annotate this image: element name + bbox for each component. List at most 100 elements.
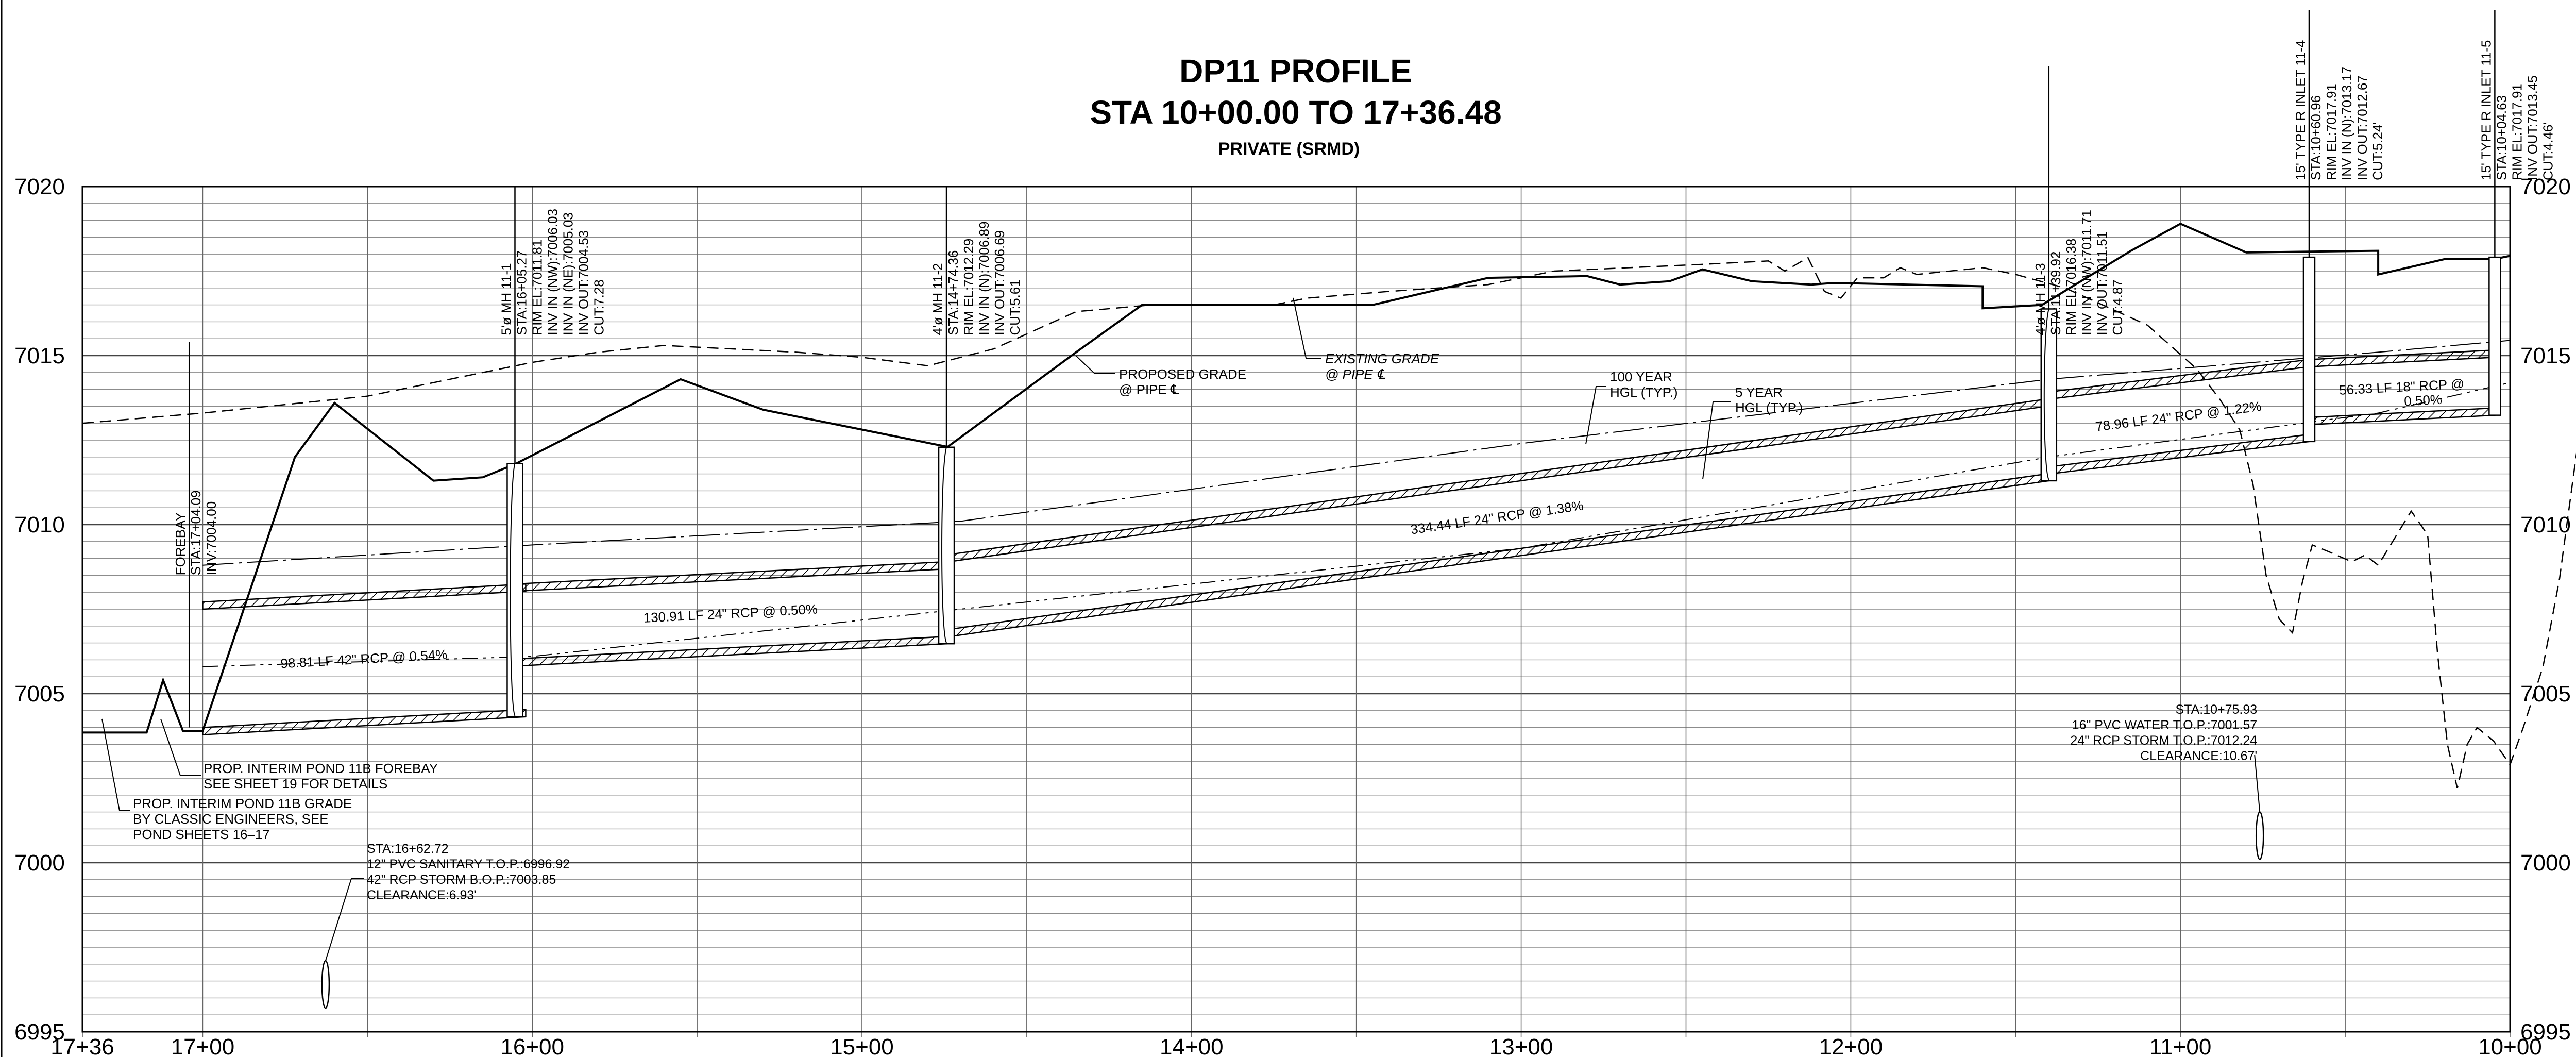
structure-label: CUT:4.87 bbox=[2110, 279, 2125, 335]
manhole-cone bbox=[510, 463, 516, 716]
structure-label: 4'ø MH 11-2 bbox=[930, 263, 945, 335]
crossing-label: 24" RCP STORM T.O.P.:7012.24 bbox=[2070, 733, 2257, 748]
structure-label: INV IN (NW):7006.03 bbox=[545, 209, 560, 335]
crossing-label: STA:10+75.93 bbox=[2176, 702, 2258, 717]
existing-grade-label: @ PIPE ℄ bbox=[1325, 366, 1386, 382]
structure-label: 15' TYPE R INLET 11-4 bbox=[2293, 40, 2308, 180]
structure-label: INV IN (N):7006.89 bbox=[976, 222, 992, 335]
existing-grade-leader bbox=[1293, 297, 1321, 359]
plot-frame bbox=[81, 186, 2511, 1033]
proposed-grade-label: PROPOSED GRADE bbox=[1119, 366, 1246, 382]
structure-label: RIM EL:7017.91 bbox=[2509, 83, 2524, 180]
structure-body bbox=[2302, 256, 2316, 443]
manhole-cone bbox=[941, 447, 947, 643]
crossing-label: 12" PVC SANITARY T.O.P.:6996.92 bbox=[367, 857, 570, 871]
structure-label: STA:11+39.92 bbox=[2048, 251, 2063, 335]
structure-body bbox=[506, 463, 523, 718]
structure-label: INV OUT:7006.69 bbox=[992, 230, 1007, 335]
elev-label-left: 7005 bbox=[14, 681, 65, 707]
elev-label-right: 7010 bbox=[2520, 512, 2571, 538]
station-range-title: STA 10+00.00 TO 17+36.48 bbox=[1090, 94, 1501, 131]
station-label: 14+00 bbox=[1160, 1034, 1224, 1057]
structure-label: CUT:5.24' bbox=[2370, 122, 2385, 180]
hgl-100yr-label: HGL (TYP.) bbox=[1610, 384, 1677, 400]
structure-label: INV:7004.00 bbox=[204, 501, 219, 576]
profile-notes: PROPOSED GRADE@ PIPE ℄EXISTING GRADE@ PI… bbox=[101, 297, 1803, 842]
structure-label: INV OUT:7011.51 bbox=[2094, 231, 2110, 335]
structure-label: 4'ø MH 11-3 bbox=[2032, 263, 2048, 335]
hgl-100yr-line bbox=[202, 340, 2511, 566]
structure-label: STA:17+04.09 bbox=[188, 490, 204, 575]
structure-label: INV IN (N):7013.17 bbox=[2339, 66, 2354, 180]
existing-grade-label: EXISTING GRADE bbox=[1325, 351, 1439, 366]
station-label: 17+36 bbox=[50, 1034, 114, 1057]
crossing-leader bbox=[325, 878, 364, 961]
structure-label: INV OUT:7012.67 bbox=[2354, 75, 2370, 180]
structure-label: INV OUT:7013.45 bbox=[2524, 75, 2540, 180]
structure-label: STA:16+05.27 bbox=[514, 250, 529, 335]
forebay-note: SEE SHEET 19 FOR DETAILS bbox=[204, 776, 387, 792]
station-label: 10+00 bbox=[2478, 1034, 2542, 1057]
elev-label-left: 6995 bbox=[14, 1019, 65, 1045]
structure-label: CUT:4.46' bbox=[2540, 122, 2555, 180]
elev-label-right: 7020 bbox=[2520, 174, 2571, 199]
structure-body bbox=[938, 446, 955, 645]
structure-label: RIM EL:7012.29 bbox=[961, 239, 976, 335]
hgl-100yr-leader bbox=[1585, 386, 1606, 445]
structure-body bbox=[2040, 308, 2058, 482]
pipe-label-slope: 0.50% bbox=[2404, 392, 2443, 409]
pond-grade-note: PROP. INTERIM POND 11B GRADE bbox=[133, 796, 352, 811]
hgl-5yr-leader bbox=[1702, 401, 1731, 480]
title-block: DP11 PROFILE STA 10+00.00 TO 17+36.48 PR… bbox=[1090, 53, 1501, 159]
structure-label: INV OUT:7004.53 bbox=[575, 230, 591, 335]
utility-pipe-ellipse bbox=[2255, 811, 2264, 860]
pond-grade-note: POND SHEETS 16–17 bbox=[133, 827, 270, 842]
structure-label: INV IN (NW):7011.71 bbox=[2079, 210, 2094, 335]
elev-label-right: 7005 bbox=[2520, 681, 2571, 707]
structure-label: 15' TYPE R INLET 11-5 bbox=[2478, 40, 2494, 180]
profile-lines bbox=[82, 222, 2576, 788]
elev-label-left: 7000 bbox=[14, 850, 65, 876]
proposed-grade-line bbox=[82, 222, 2511, 734]
ownership-subtitle: PRIVATE (SRMD) bbox=[1218, 139, 1360, 159]
pipe-bottom-wall bbox=[202, 709, 527, 735]
structure-label: RIM EL:7017.91 bbox=[2324, 83, 2339, 180]
elev-label-left: 7020 bbox=[14, 174, 65, 199]
station-label: 17+00 bbox=[171, 1034, 235, 1057]
profile-grid bbox=[81, 186, 2511, 1037]
crossing-label: 42" RCP STORM B.O.P.:7003.85 bbox=[367, 873, 556, 887]
crossing-label: 16" PVC WATER T.O.P.:7001.57 bbox=[2072, 718, 2258, 732]
station-label: 11+00 bbox=[2149, 1034, 2211, 1057]
utility-pipe-ellipse bbox=[321, 960, 330, 1009]
elev-label-right: 7000 bbox=[2520, 850, 2571, 876]
hgl-5yr-label: HGL (TYP.) bbox=[1735, 400, 1803, 415]
hgl-100yr-label: 100 YEAR bbox=[1610, 369, 1672, 384]
elev-label-left: 7010 bbox=[14, 512, 65, 538]
proposed-grade-label: @ PIPE ℄ bbox=[1119, 382, 1179, 397]
structure-body bbox=[2488, 256, 2501, 416]
hgl-5yr-label: 5 YEAR bbox=[1735, 384, 1783, 400]
forebay-note: PROP. INTERIM POND 11B FOREBAY bbox=[204, 761, 438, 776]
pond-grade-note: BY CLASSIC ENGINEERS, SEE bbox=[133, 811, 329, 827]
manhole-cone bbox=[2043, 309, 2049, 480]
elev-label-right: 6995 bbox=[2520, 1019, 2571, 1045]
structure-label: STA:10+04.63 bbox=[2494, 95, 2509, 180]
station-label: 15+00 bbox=[830, 1034, 894, 1057]
elev-label-left: 7015 bbox=[14, 343, 65, 368]
proposed-grade-leader bbox=[1075, 355, 1115, 374]
structure-label: INV IN (NE):7005.03 bbox=[560, 212, 575, 335]
structure-label: RIM EL:7011.81 bbox=[529, 240, 545, 335]
station-label: 13+00 bbox=[1489, 1034, 1553, 1057]
structure-label: CUT:5.61 bbox=[1007, 279, 1023, 335]
structure-label: FOREBAY bbox=[173, 512, 188, 575]
profile-title: DP11 PROFILE bbox=[1179, 53, 1412, 90]
structure-label: RIM EL:7016.38 bbox=[2063, 239, 2079, 335]
structure-label: STA:10+60.96 bbox=[2308, 95, 2324, 180]
structure-label: CUT:7.28 bbox=[591, 279, 606, 335]
station-label: 16+00 bbox=[500, 1034, 564, 1057]
station-label: 12+00 bbox=[1819, 1034, 1883, 1057]
structure-label: STA:14+74.36 bbox=[945, 250, 961, 335]
